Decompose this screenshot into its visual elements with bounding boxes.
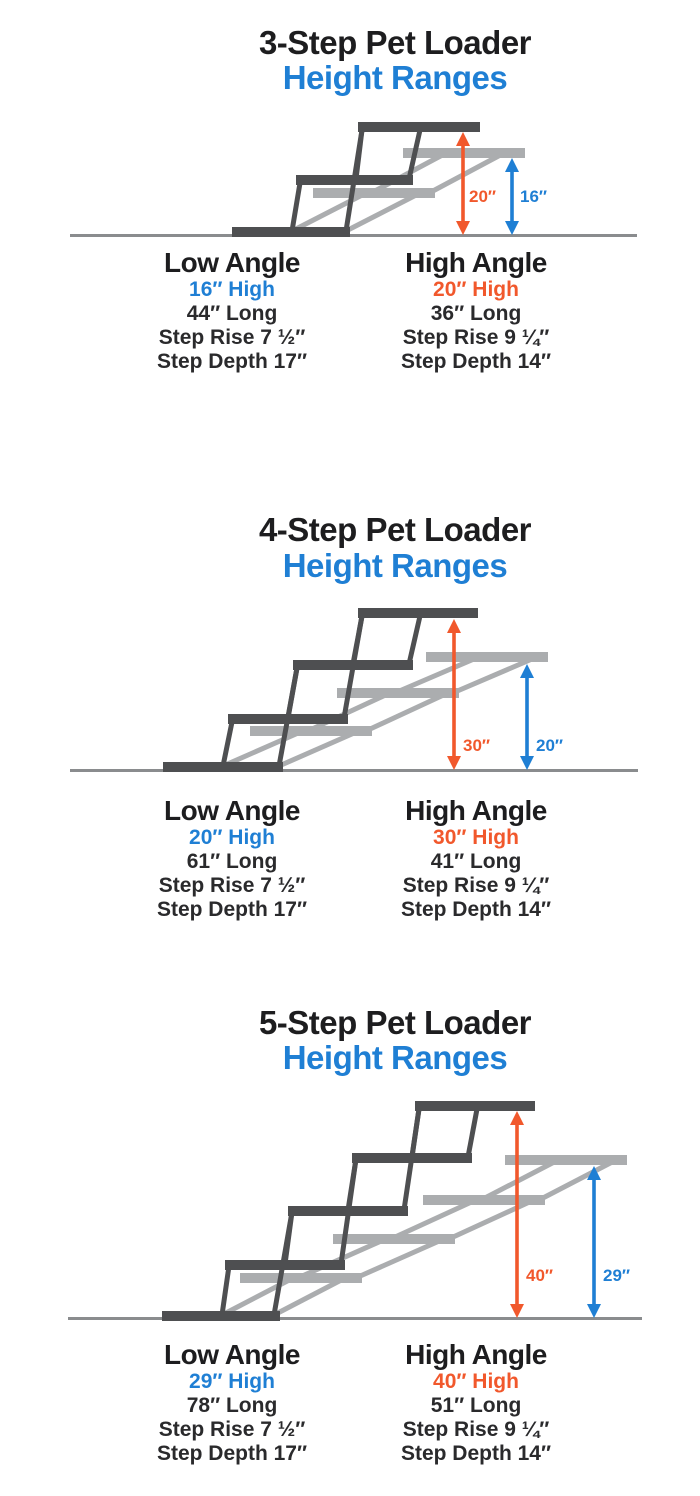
spec-height: 30″ High	[433, 826, 519, 849]
diagram-4-step: 30″ 20″	[70, 608, 638, 772]
low-angle-staircase	[221, 652, 548, 769]
low-angle-height-arrow	[505, 158, 519, 235]
high-angle-specs: High Angle 40″ High 51″ Long Step Rise 9…	[326, 1339, 626, 1466]
spec-step-rise: Step Rise 7 ½″	[158, 1418, 306, 1441]
low-angle-specs: Low Angle 16″ High 44″ Long Step Rise 7 …	[82, 247, 382, 374]
spec-height: 40″ High	[433, 1370, 519, 1393]
low-angle-height-label: 29″	[603, 1266, 630, 1285]
spec-height: 20″ High	[189, 826, 275, 849]
high-angle-height-arrow	[510, 1111, 524, 1318]
spec-height: 16″ High	[189, 278, 275, 301]
spec-step-rise: Step Rise 7 ½″	[158, 326, 306, 349]
low-angle-height-arrow	[587, 1166, 601, 1318]
spec-length: 78″ Long	[186, 1394, 278, 1417]
spec-heading: High Angle	[405, 247, 547, 278]
high-angle-height-label: 20″	[469, 187, 496, 206]
spec-length: 61″ Long	[186, 850, 278, 873]
spec-heading: Low Angle	[163, 1339, 301, 1370]
spec-step-rise: Step Rise 9 ¼″	[402, 1418, 550, 1441]
spec-length: 41″ Long	[430, 850, 522, 873]
high-angle-height-arrow	[456, 132, 470, 235]
high-angle-staircase	[162, 1101, 535, 1321]
diagram-5-step: 40″ 29″	[68, 1101, 642, 1321]
spec-heading: Low Angle	[163, 247, 301, 278]
low-angle-specs: Low Angle 20″ High 61″ Long Step Rise 7 …	[82, 795, 382, 922]
section-subtitle: Height Ranges	[282, 547, 508, 584]
spec-heading: Low Angle	[163, 795, 301, 826]
section-title: 4-Step Pet Loader	[258, 511, 532, 548]
spec-height: 20″ High	[433, 278, 519, 301]
high-angle-height-label: 40″	[526, 1266, 553, 1285]
high-angle-height-arrow	[447, 619, 461, 770]
spec-step-rise: Step Rise 7 ½″	[158, 874, 306, 897]
spec-step-depth: Step Depth 17″	[156, 1442, 308, 1465]
spec-heading: High Angle	[405, 1339, 547, 1370]
spec-step-depth: Step Depth 14″	[400, 350, 552, 373]
section-title: 3-Step Pet Loader	[258, 24, 532, 61]
high-angle-staircase	[163, 608, 478, 772]
spec-heading: High Angle	[405, 795, 547, 826]
spec-length: 51″ Long	[430, 1394, 522, 1417]
section-subtitle: Height Ranges	[282, 1039, 508, 1076]
low-angle-height-label: 20″	[536, 736, 563, 755]
high-angle-specs: High Angle 30″ High 41″ Long Step Rise 9…	[326, 795, 626, 922]
spec-height: 29″ High	[189, 1370, 275, 1393]
high-angle-height-label: 30″	[463, 736, 490, 755]
low-angle-staircase	[220, 1155, 627, 1318]
spec-step-rise: Step Rise 9 ¼″	[402, 874, 550, 897]
low-angle-height-arrow	[520, 664, 534, 770]
diagram-3-step: 20″ 16″	[70, 122, 637, 237]
section-subtitle: Height Ranges	[282, 59, 508, 96]
spec-step-depth: Step Depth 14″	[400, 898, 552, 921]
high-angle-specs: High Angle 20″ High 36″ Long Step Rise 9…	[326, 247, 626, 374]
low-angle-specs: Low Angle 29″ High 78″ Long Step Rise 7 …	[82, 1339, 382, 1466]
spec-length: 44″ Long	[186, 302, 278, 325]
low-angle-height-label: 16″	[520, 187, 547, 206]
spec-length: 36″ Long	[430, 302, 522, 325]
spec-step-depth: Step Depth 17″	[156, 350, 308, 373]
spec-step-depth: Step Depth 14″	[400, 1442, 552, 1465]
section-title: 5-Step Pet Loader	[258, 1004, 532, 1041]
spec-step-depth: Step Depth 17″	[156, 898, 308, 921]
spec-step-rise: Step Rise 9 ¼″	[402, 326, 550, 349]
high-angle-staircase	[232, 122, 480, 237]
